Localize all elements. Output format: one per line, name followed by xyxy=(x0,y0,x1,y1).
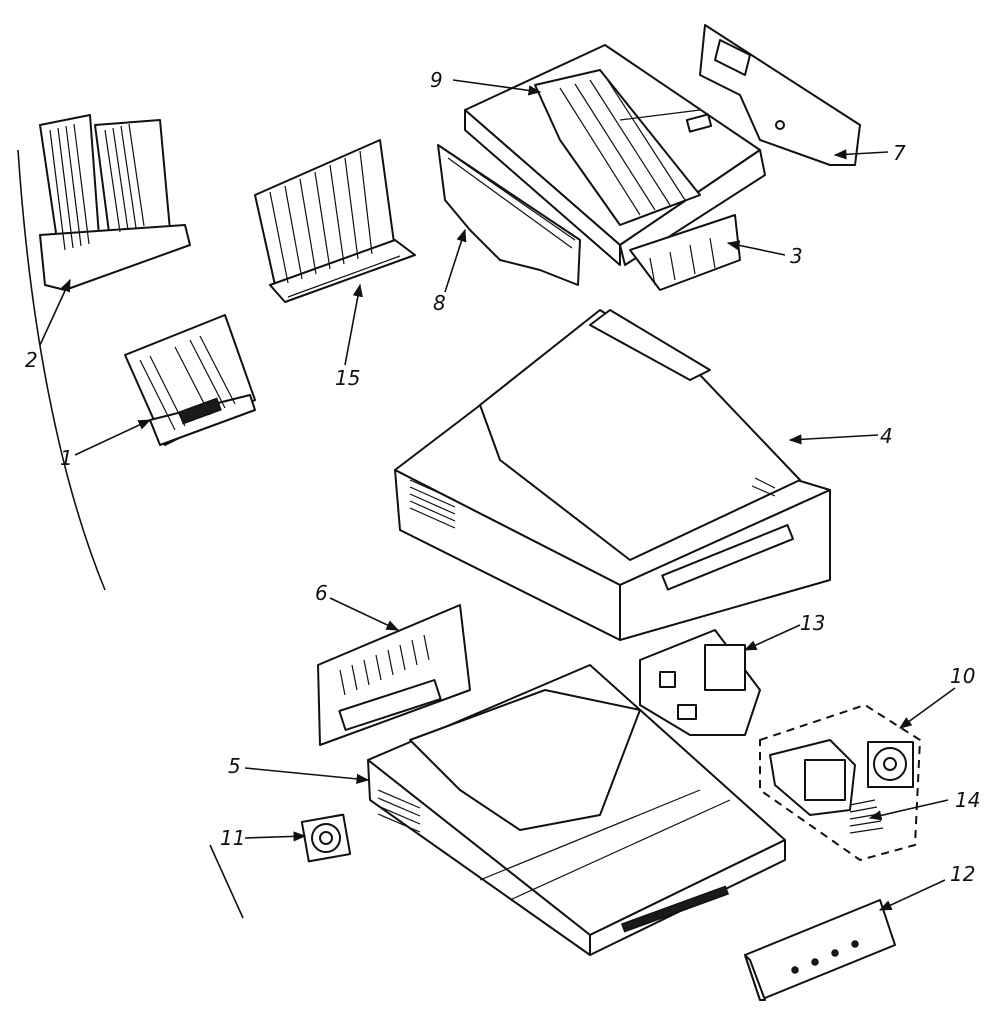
leader-5 xyxy=(244,767,370,784)
leader-6 xyxy=(329,597,400,631)
part-6-board-panel xyxy=(317,604,471,746)
part-5-base-chassis xyxy=(367,664,786,956)
callout-14: 14 xyxy=(955,788,980,812)
part-13-power-module xyxy=(639,629,761,736)
leader-12 xyxy=(878,879,946,911)
callout-4: 4 xyxy=(880,424,893,448)
callout-10: 10 xyxy=(950,664,975,688)
leader-13 xyxy=(743,624,801,651)
part-10-fan-assembly xyxy=(759,704,921,861)
callout-1: 1 xyxy=(60,446,73,470)
part-11-fan xyxy=(300,813,352,863)
callout-13: 13 xyxy=(800,611,825,635)
callout-3: 3 xyxy=(790,244,803,268)
callout-6: 6 xyxy=(315,581,328,605)
part-8-side-panel xyxy=(437,144,581,286)
callout-8: 8 xyxy=(433,291,446,315)
leader-3 xyxy=(726,240,786,256)
callout-11: 11 xyxy=(220,826,245,850)
leader-4 xyxy=(788,434,879,445)
part-9-top-cover xyxy=(464,44,766,266)
background-arc-line xyxy=(17,149,106,591)
part-3-cover-latch xyxy=(629,214,741,291)
leader-14 xyxy=(868,799,949,821)
callout-2: 2 xyxy=(25,348,38,372)
part-2-paper-tray xyxy=(39,114,191,291)
leader-7 xyxy=(833,149,889,160)
leader-9 xyxy=(452,79,542,96)
leader-2 xyxy=(39,278,71,346)
part-12-control-panel xyxy=(744,899,896,1001)
leader-11 xyxy=(244,831,307,842)
part-4-main-housing xyxy=(394,309,831,641)
callout-9: 9 xyxy=(430,68,443,92)
callout-5: 5 xyxy=(228,754,241,778)
callout-7: 7 xyxy=(893,141,906,165)
part-1-paper-feeder xyxy=(124,314,256,446)
callout-15: 15 xyxy=(335,366,360,390)
leader-lines xyxy=(39,79,956,911)
leader-8 xyxy=(444,228,467,293)
part-15-paper-guide xyxy=(254,139,416,303)
background-diagonal-line xyxy=(209,844,244,919)
callout-12: 12 xyxy=(950,862,975,886)
part-7-rear-bracket xyxy=(699,24,861,166)
leader-10 xyxy=(898,687,956,729)
leader-15 xyxy=(344,283,363,366)
leader-1 xyxy=(74,419,152,456)
callout-labels: 1 2 3 4 5 6 7 8 9 10 11 12 13 14 15 xyxy=(25,68,980,886)
